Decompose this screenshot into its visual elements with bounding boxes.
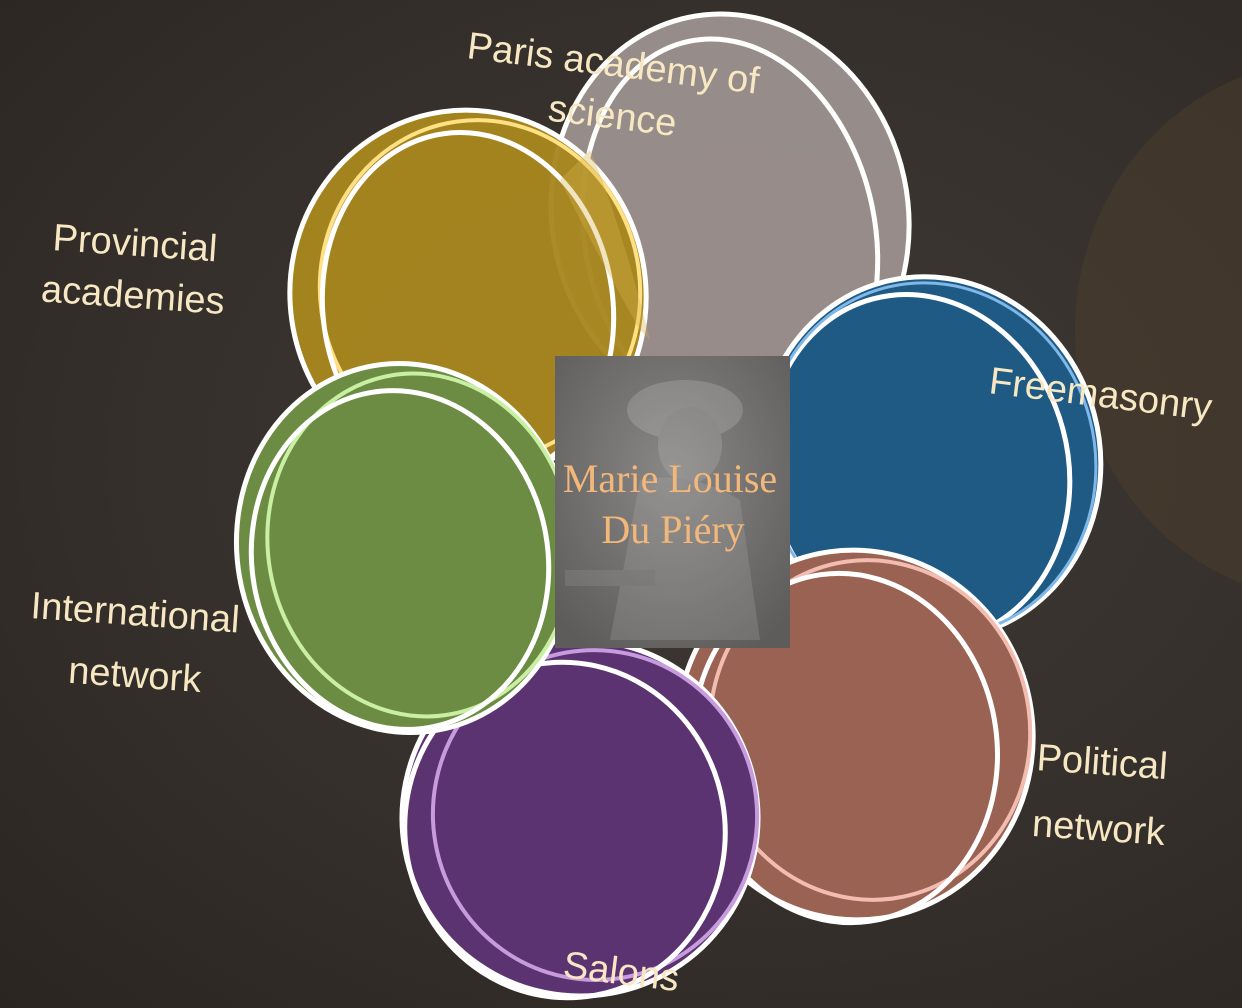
label-provincial-line1: Provincial bbox=[51, 217, 218, 270]
overlap-highlight bbox=[560, 150, 650, 340]
portrait-figure-image bbox=[565, 380, 760, 640]
salons-accent-ring bbox=[430, 648, 760, 982]
label-political-line2: network bbox=[1031, 803, 1168, 854]
background-arc bbox=[1075, 76, 1242, 584]
label-provincial-academies: Provincial academies bbox=[40, 217, 226, 323]
label-international-line1: International bbox=[29, 585, 241, 641]
label-international-network: International network bbox=[29, 585, 241, 701]
center-name-line1: Marie Louise bbox=[563, 456, 777, 501]
portrait-frame bbox=[555, 356, 790, 648]
label-political-line1: Political bbox=[1035, 737, 1169, 788]
label-political-network: Political network bbox=[1031, 737, 1169, 854]
international-circle-inner bbox=[248, 388, 552, 732]
label-international-line2: network bbox=[67, 650, 204, 701]
center-name-line2: Du Piéry bbox=[601, 507, 744, 552]
center-portrait[interactable]: Marie Louise Du Piéry bbox=[555, 356, 790, 648]
label-provincial-line2: academies bbox=[40, 268, 226, 323]
